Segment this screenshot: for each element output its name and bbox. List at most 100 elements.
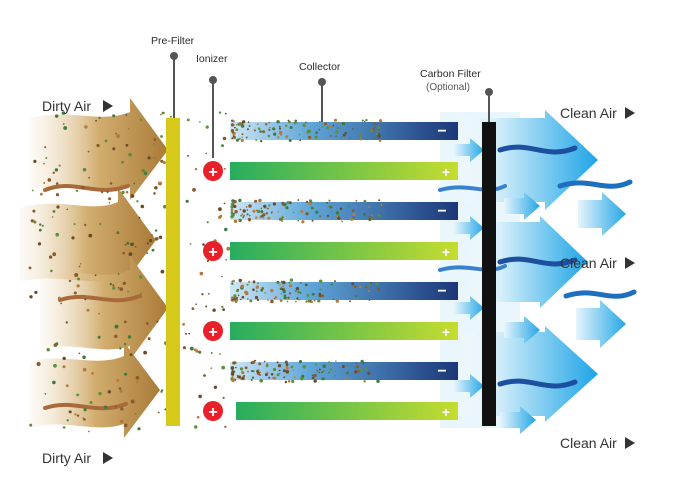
dust-particle bbox=[153, 142, 155, 145]
collected-particle bbox=[306, 293, 310, 297]
collected-particle bbox=[376, 125, 381, 129]
dust-particle bbox=[31, 189, 34, 192]
collected-particle bbox=[316, 370, 318, 372]
dust-particle bbox=[224, 112, 227, 115]
dust-particle bbox=[95, 119, 97, 122]
collected-particle bbox=[305, 121, 307, 124]
collected-particle bbox=[278, 125, 281, 128]
collected-particle bbox=[267, 207, 269, 210]
collected-particle bbox=[281, 220, 283, 223]
dust-particle bbox=[154, 156, 159, 161]
collected-particle bbox=[231, 375, 234, 378]
collected-particle bbox=[267, 216, 271, 220]
dust-particle bbox=[124, 342, 127, 346]
ionizer-icon-3 bbox=[203, 321, 223, 341]
collected-particle bbox=[313, 299, 316, 302]
collected-particle bbox=[355, 362, 358, 365]
dust-particle bbox=[36, 362, 41, 366]
dust-particle bbox=[146, 252, 149, 255]
dust-particle bbox=[185, 199, 189, 203]
collected-particle bbox=[240, 139, 244, 142]
dust-particle bbox=[115, 132, 117, 135]
collected-particle bbox=[339, 207, 343, 211]
collected-particle bbox=[247, 121, 250, 123]
collected-particle bbox=[288, 201, 292, 205]
dust-particle bbox=[194, 167, 198, 171]
collected-particle bbox=[310, 300, 314, 304]
dust-particle bbox=[84, 223, 87, 227]
dust-particle bbox=[101, 191, 104, 194]
collected-particle bbox=[269, 126, 271, 129]
collected-particle bbox=[341, 221, 343, 223]
dust-particle bbox=[86, 308, 90, 312]
collected-particle bbox=[259, 374, 261, 376]
collected-particle bbox=[318, 368, 321, 371]
dust-particle bbox=[82, 355, 86, 360]
dust-particle bbox=[83, 418, 86, 421]
collected-particle bbox=[305, 283, 308, 287]
dust-particle bbox=[74, 413, 77, 416]
collected-particle bbox=[248, 280, 251, 283]
dust-particle bbox=[164, 408, 167, 411]
collected-particle bbox=[231, 298, 234, 301]
dust-particle bbox=[65, 321, 68, 324]
collected-particle bbox=[373, 122, 376, 125]
collected-particle bbox=[305, 301, 308, 303]
collected-particle bbox=[243, 214, 245, 217]
dust-particle bbox=[73, 223, 76, 226]
collected-particle bbox=[376, 379, 380, 383]
collected-particle bbox=[252, 280, 256, 284]
collected-particle bbox=[283, 376, 286, 379]
dust-particle bbox=[123, 320, 127, 324]
collected-particle bbox=[274, 296, 277, 299]
dust-particle bbox=[98, 312, 100, 315]
dust-particle bbox=[88, 233, 93, 238]
dust-particle bbox=[114, 405, 117, 408]
collected-particle bbox=[355, 295, 358, 298]
collected-particle bbox=[232, 279, 235, 283]
collected-particle bbox=[263, 360, 266, 363]
collected-particle bbox=[284, 380, 288, 384]
dust-particle bbox=[125, 143, 129, 147]
dust-particle bbox=[88, 430, 90, 433]
collected-particle bbox=[282, 204, 284, 207]
dust-particle bbox=[71, 236, 75, 240]
dust-particle bbox=[223, 202, 226, 205]
dust-particle bbox=[206, 221, 209, 224]
collected-particle bbox=[247, 217, 251, 222]
collected-particle bbox=[349, 300, 351, 303]
dust-particle bbox=[52, 252, 57, 257]
dust-particle bbox=[160, 113, 162, 116]
ionizer-plus-2: + bbox=[208, 244, 217, 261]
dust-particle bbox=[160, 159, 164, 163]
dust-particle bbox=[33, 159, 37, 163]
dirty-air-swirl-2 bbox=[58, 294, 142, 303]
dust-particle bbox=[199, 271, 204, 276]
ionizer-plus-4: + bbox=[208, 404, 217, 421]
dust-particle bbox=[145, 322, 149, 325]
carbon-filter-note: (Optional) bbox=[426, 82, 470, 93]
collected-particle bbox=[358, 133, 362, 137]
collected-particle bbox=[289, 126, 293, 129]
dust-particle bbox=[194, 425, 198, 429]
dust-particle bbox=[41, 224, 44, 227]
collected-particle bbox=[364, 120, 366, 123]
dust-particle bbox=[146, 242, 149, 245]
negative-sign-4: − bbox=[437, 363, 446, 380]
collected-particle bbox=[344, 376, 348, 380]
dust-particle bbox=[126, 241, 130, 245]
collected-particle bbox=[247, 370, 249, 373]
dust-particle bbox=[53, 363, 57, 368]
collected-particle bbox=[253, 129, 256, 132]
clean-air-bottom-arrowhead bbox=[625, 437, 635, 449]
dust-particle bbox=[147, 337, 151, 341]
dust-particle bbox=[154, 186, 158, 190]
collected-particle bbox=[286, 300, 289, 303]
collected-particle bbox=[235, 124, 238, 126]
clean-air-small-arrow-4 bbox=[504, 316, 540, 344]
dirty-air-arrow-2 bbox=[20, 188, 156, 292]
dust-particle bbox=[196, 415, 200, 419]
dust-particle bbox=[45, 157, 48, 159]
collected-particle bbox=[355, 365, 359, 369]
